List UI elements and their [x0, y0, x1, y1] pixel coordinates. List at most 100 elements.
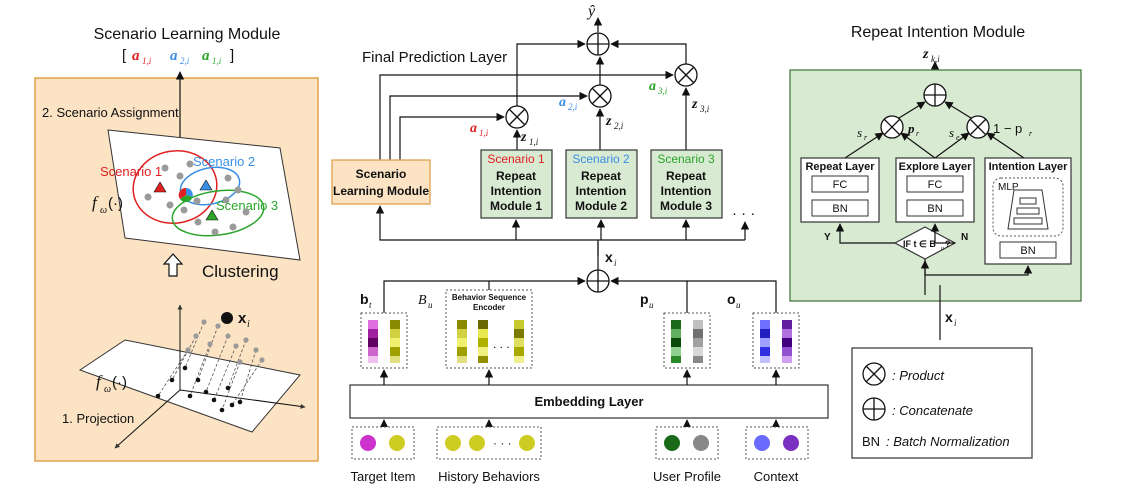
svg-text:e: e	[956, 133, 960, 142]
svg-text:x: x	[605, 249, 613, 265]
rim-box-3: Scenario 3 Repeat Intention Module 3	[650, 149, 723, 219]
rim-title: Repeat Intention Module	[851, 24, 1025, 41]
output-a3: a	[202, 48, 210, 64]
svg-text:o: o	[727, 291, 736, 307]
svg-text:B: B	[418, 293, 427, 308]
legend-concat-label: : Concatenate	[892, 403, 973, 418]
embedding-layer-box	[349, 384, 829, 419]
feature-bu-label: B u	[418, 293, 433, 310]
f-upper: f ω (·)	[92, 193, 123, 216]
legend-bn-label: : Batch Normalization	[886, 434, 1010, 449]
repeat-intention-module-panel: Repeat Intention Module z k,i	[789, 24, 1082, 340]
feature-ou-label: o u	[727, 291, 741, 310]
svg-text:Intention: Intention	[661, 184, 712, 198]
centroid-3-triangle	[205, 209, 219, 221]
projected-points-black	[155, 365, 243, 413]
svg-text:r: r	[1029, 129, 1033, 138]
slm-title: Scenario Learning Module	[94, 26, 281, 43]
weight-z1: z 1,i	[520, 130, 539, 147]
output-a2: a	[170, 48, 178, 64]
rim-sr-label: s r	[857, 125, 868, 142]
no-label: N	[961, 232, 968, 243]
legend-bn-abbrev: BN	[862, 434, 880, 449]
yhat-label: ŷ	[586, 3, 596, 20]
svg-text:f: f	[96, 372, 103, 391]
rim-zki-label: z k,i	[922, 47, 940, 64]
svg-text:1 − p: 1 − p	[993, 121, 1022, 136]
feature-concat-op	[586, 269, 610, 293]
svg-text:BN: BN	[927, 203, 942, 215]
svg-text:u: u	[941, 246, 944, 252]
svg-text:r: r	[864, 133, 868, 142]
features-to-concat-edges	[383, 276, 777, 313]
svg-text:(·): (·)	[112, 374, 127, 391]
behavior-sequence-embedding: Behavior Sequence Encoder . . .	[445, 289, 533, 369]
final-prediction-title: Final Prediction Layer	[362, 49, 507, 66]
svg-text:i: i	[614, 258, 617, 268]
rim-concat-op	[923, 83, 947, 107]
feature-pu-label: p u	[640, 291, 654, 310]
svg-text:User Profile: User Profile	[653, 469, 721, 484]
svg-text:ŷ: ŷ	[586, 3, 596, 20]
target-item-embedding	[360, 312, 408, 369]
svg-text:FC: FC	[833, 179, 848, 191]
svg-text:3,i: 3,i	[699, 104, 710, 114]
svg-text:u: u	[649, 300, 654, 310]
slm-output-vector: [ a 1,i a 2,i a 1,i ]	[122, 47, 234, 66]
rim-pr-label: p r	[907, 121, 920, 138]
embedding-to-feature-edges	[379, 369, 781, 385]
rim-se-label: s e	[949, 125, 960, 142]
output-a1: a	[132, 48, 140, 64]
projection-axes	[114, 304, 306, 449]
product-op-2	[588, 84, 612, 108]
f-lower: f ω (·)	[96, 372, 127, 395]
product-to-concat-edges	[516, 39, 687, 106]
clustering-arrow-icon	[162, 253, 184, 277]
svg-text:1,i: 1,i	[142, 56, 152, 66]
svg-text:FC: FC	[928, 179, 943, 191]
svg-text:Scenario: Scenario	[356, 167, 407, 181]
svg-text:Target Item: Target Item	[350, 469, 415, 484]
distribution-edges	[375, 205, 750, 270]
svg-text:History Behaviors: History Behaviors	[438, 469, 540, 484]
weight-a3: a 3,i	[649, 79, 668, 96]
lower-plane	[78, 339, 301, 433]
rim-product-explore	[966, 115, 990, 139]
scenario-3-label: Scenario 3	[216, 198, 278, 213]
encoder-label-line1: Behavior Sequence	[452, 293, 527, 302]
svg-text:ω: ω	[100, 205, 107, 216]
slm-xi-label: x i	[238, 310, 250, 330]
svg-text:x: x	[945, 309, 953, 325]
yes-label: Y	[824, 232, 831, 243]
svg-text:k,i: k,i	[931, 54, 940, 64]
legend: : Product : Concatenate BN : Batch Norma…	[851, 347, 1033, 459]
svg-text:p: p	[907, 121, 915, 136]
rim-product-repeat	[880, 115, 904, 139]
input-user-profile: User Profile	[653, 426, 721, 484]
intention-layer: Intention Layer MLP BN	[984, 157, 1072, 265]
svg-text:Repeat: Repeat	[666, 169, 706, 183]
user-profile-embedding	[663, 312, 711, 369]
input-history-behaviors: · · · History Behaviors	[436, 426, 542, 484]
svg-text:Scenario 3: Scenario 3	[657, 152, 715, 166]
weight-a1: a 1,i	[470, 121, 489, 138]
svg-text:Context: Context	[754, 469, 799, 484]
weight-a2: a 2,i	[559, 95, 578, 112]
svg-text:2,i: 2,i	[568, 102, 578, 112]
final-concat-op	[586, 32, 610, 56]
svg-text:Module 1: Module 1	[490, 199, 542, 213]
encoder-label-line2: Encoder	[473, 303, 505, 312]
weight-z2: z 2,i	[605, 114, 624, 131]
scenario-learning-module-panel: Scenario Learning Module [ a 1,i a 2,i a…	[34, 26, 319, 462]
svg-text:i: i	[954, 318, 957, 328]
svg-text:IF t ∈ B: IF t ∈ B	[903, 239, 936, 249]
rim-xi-label: x i	[945, 309, 957, 328]
cluster-1-ellipse	[132, 150, 218, 224]
rim-box-2: Scenario 2 Repeat Intention Module 2	[565, 149, 638, 219]
svg-text:2,i: 2,i	[614, 121, 624, 131]
svg-text:Module 2: Module 2	[575, 199, 627, 213]
centroid-2-triangle	[199, 179, 213, 191]
svg-text:1,i: 1,i	[479, 128, 489, 138]
center-xi-label: x i	[605, 249, 617, 268]
